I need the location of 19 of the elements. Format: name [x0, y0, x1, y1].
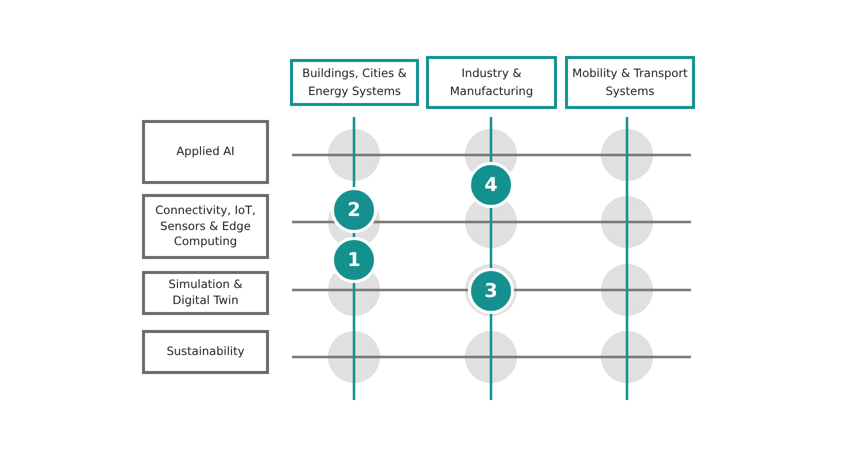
circle-number: 2	[346, 199, 362, 221]
row-header-box	[142, 194, 269, 259]
column-header-box	[426, 56, 557, 109]
header-label: Sustainability	[166, 344, 246, 360]
header-label: Industry & Manufacturing	[448, 65, 534, 100]
column-header-box	[565, 56, 695, 109]
row-header-box	[142, 120, 269, 184]
header-label: Applied AI	[175, 144, 236, 160]
header-label: Simulation & Digital Twin	[168, 277, 244, 309]
numbered-circle	[331, 187, 377, 233]
column-header-box	[290, 59, 419, 106]
circle-number: 1	[346, 249, 362, 271]
circle-number: 3	[483, 280, 499, 302]
row-header-box	[142, 330, 269, 374]
circle-number: 4	[483, 174, 499, 196]
header-label: Mobility & Transport Systems	[571, 65, 689, 100]
row-header-box	[142, 271, 269, 315]
header-label: Buildings, Cities & Energy Systems	[301, 65, 408, 100]
header-label: Connectivity, IoT, Sensors & Edge Computing	[154, 203, 257, 250]
